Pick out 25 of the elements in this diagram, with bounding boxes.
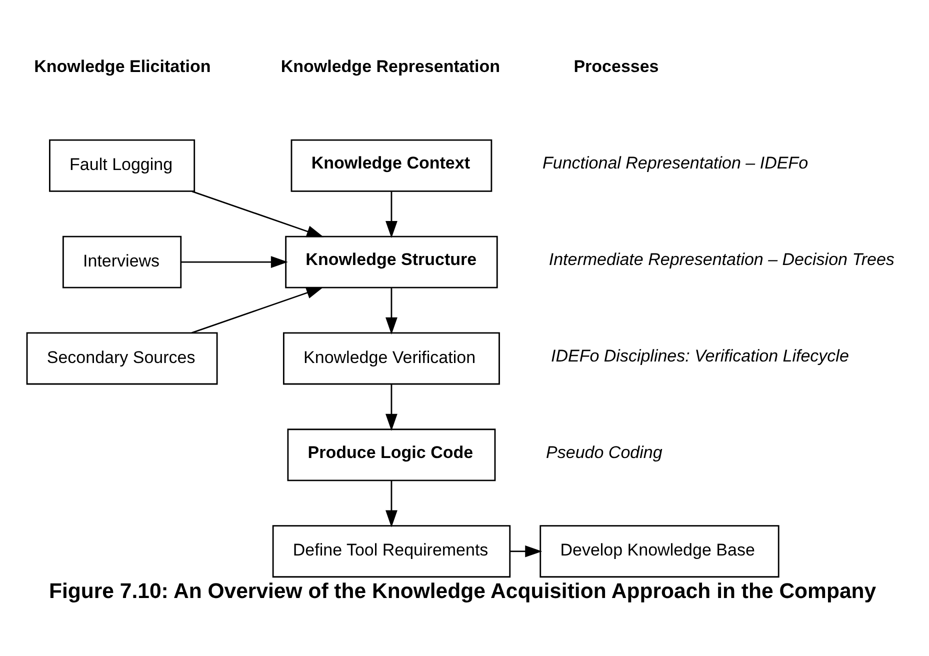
node-label: Pseudo Coding: [546, 442, 662, 462]
arrow: [386, 384, 398, 431]
node-box: Fault Logging: [49, 139, 196, 192]
node-label: Intermediate Representation – Decision Trees: [548, 250, 894, 270]
arrow: [180, 256, 288, 268]
arrow: [386, 192, 398, 238]
label: Knowledge Representation: [280, 57, 500, 76]
node-box: Secondary Sources: [26, 332, 218, 385]
node-box: Knowledge Context: [290, 139, 492, 192]
arrow: [386, 288, 398, 334]
node-label: Functional Representation – IDEFo: [542, 154, 808, 173]
arrow: [510, 545, 542, 558]
label: Processes: [574, 57, 659, 76]
arrow: [386, 480, 398, 528]
label: Knowledge Elicitation: [34, 57, 211, 76]
node-box: Interviews: [62, 236, 182, 288]
caption: Figure 7.10: An Overview of the Knowledge Acquisition Approach in the Company: [49, 579, 876, 604]
node-box: Knowledge Structure: [285, 236, 498, 288]
node-box: Define Tool Requirements: [272, 525, 511, 578]
arrow: [192, 287, 324, 334]
node-label: IDEFo Disciplines: Verification Lifecycle: [551, 346, 849, 366]
node-box: Produce Logic Code: [287, 428, 496, 482]
node-box: Knowledge Verification: [282, 332, 500, 385]
arrow: [192, 190, 324, 238]
node-box: Develop Knowledge Base: [540, 525, 780, 578]
